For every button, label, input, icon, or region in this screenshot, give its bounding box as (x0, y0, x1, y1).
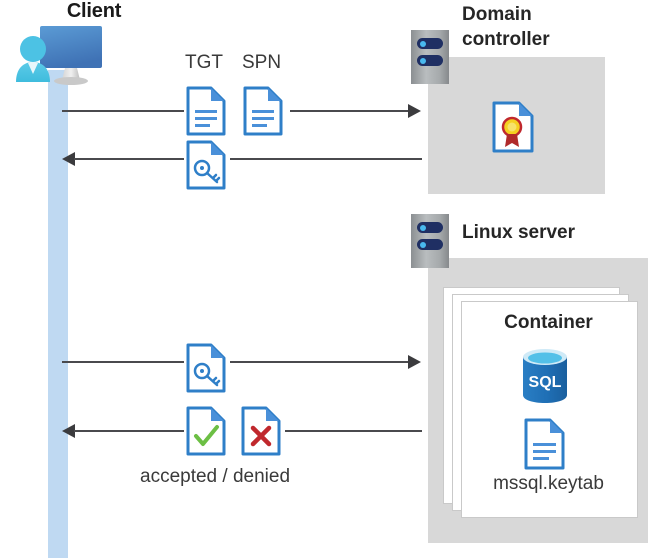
domain-controller-title-line1: Domain (462, 4, 532, 25)
denied-document-icon (241, 406, 281, 456)
certificate-icon (492, 101, 534, 153)
rack-bar-bottom (417, 239, 443, 250)
message-2-arrowhead (62, 152, 75, 166)
domain-controller-title-line2: controller (462, 29, 550, 50)
spn-document-icon (243, 86, 283, 136)
rack-bar-bottom (417, 55, 443, 66)
rack-bar-top (417, 38, 443, 49)
message-4-arrowhead (62, 424, 75, 438)
container-card-front (461, 301, 638, 518)
keytab-label: mssql.keytab (493, 473, 604, 494)
linux-server-icon (411, 214, 449, 268)
key-document-icon-1 (186, 140, 226, 190)
key-document-icon-2 (186, 343, 226, 393)
container-title: Container (504, 312, 593, 333)
message-3-line-right (230, 361, 410, 363)
message-4-line-right (285, 430, 422, 432)
message-4-line-left (74, 430, 184, 432)
svg-text:SQL: SQL (529, 374, 562, 391)
tgt-document-icon (186, 86, 226, 136)
accepted-denied-label: accepted / denied (140, 466, 291, 487)
accepted-document-icon (186, 406, 226, 456)
domain-controller-title: Domain controller (462, 2, 652, 52)
message-3-arrowhead (408, 355, 421, 369)
message-2-line-right (230, 158, 422, 160)
domain-controller-server-icon (411, 30, 449, 84)
linux-server-title: Linux server (462, 222, 575, 243)
client-lifeline (48, 70, 68, 558)
keytab-document-icon (524, 418, 566, 470)
message-2-line-left (74, 158, 184, 160)
tgt-label: TGT (185, 52, 223, 73)
client-title: Client (66, 0, 122, 22)
message-1-line-right (290, 110, 410, 112)
message-1-arrowhead (408, 104, 421, 118)
spn-label: SPN (242, 52, 282, 73)
rack-bar-top (417, 222, 443, 233)
client-computer-icon (6, 24, 116, 86)
sql-database-icon: SQL (519, 347, 571, 405)
message-1-line-left (62, 110, 184, 112)
message-3-line-left (62, 361, 184, 363)
